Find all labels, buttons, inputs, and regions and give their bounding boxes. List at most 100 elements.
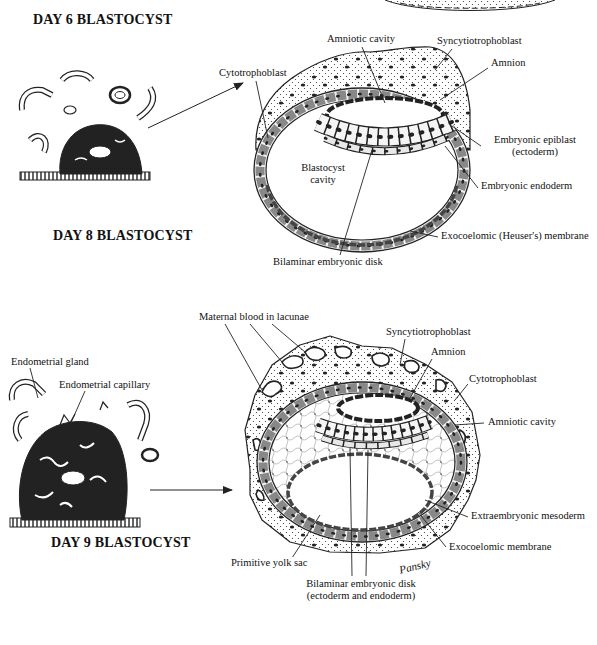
day9-blastocyst-part <box>288 454 432 530</box>
day9-blastocyst-part <box>322 435 428 446</box>
leader-lines-part <box>455 423 484 425</box>
leader-lines-part <box>350 448 352 576</box>
leader-lines-part <box>292 515 320 558</box>
day8-endometrium-part <box>75 140 125 160</box>
day8-endometrium-part <box>22 90 52 110</box>
leader-lines-part <box>256 81 268 138</box>
day8-endometrium-part <box>22 90 52 110</box>
part-label: Amniotic cavity <box>487 416 557 428</box>
part-label: Bilaminar embryonic disk <box>272 256 384 268</box>
day9-blastocyst-part <box>338 395 418 421</box>
part-label: Exocoelomic membrane <box>448 541 552 553</box>
day8-blastocyst-part <box>318 122 452 137</box>
leader-lines-part <box>250 324 282 362</box>
part-label: Bilaminar embryonic disk (ectoderm and e… <box>290 578 432 602</box>
day8-endometrium-part <box>64 106 76 114</box>
day8-blastocyst-part <box>318 122 452 137</box>
day8-endometrium-part <box>62 73 92 80</box>
day9-blastocyst-part <box>318 422 430 434</box>
day8-endometrium-part <box>30 136 46 152</box>
part-label: Amniotic cavity <box>326 33 396 45</box>
day9-blastocyst-part <box>318 422 430 434</box>
day9-endometrium-part <box>16 414 28 440</box>
part-label: Cytotrophoblast <box>218 67 288 79</box>
leader-lines-part <box>440 68 488 100</box>
part-label: Cytotrophoblast <box>468 373 538 385</box>
day8-blastocyst-part <box>260 94 464 246</box>
leader-lines-part <box>425 500 468 517</box>
day9-blastocyst-part-part <box>282 356 303 369</box>
day8-endometrium-part <box>138 88 153 118</box>
day9-blastocyst-part-part <box>256 490 264 500</box>
day9-blastocyst-part <box>318 422 430 434</box>
leader-lines-part <box>418 512 446 547</box>
part-label: Blastocyst cavity <box>292 162 354 186</box>
day9-endometrium-part <box>142 449 158 461</box>
day8-blastocyst-part <box>325 137 448 151</box>
day8-blastocyst-part <box>325 137 448 151</box>
day6-remnant-part <box>385 0 555 11</box>
day9-endometrium-part <box>128 403 147 440</box>
day8-blastocyst-part <box>318 122 452 137</box>
part-label: Endometrial capillary <box>58 379 151 391</box>
day9-endometrium <box>10 382 232 527</box>
part-label: Embryonic epiblast (ectoderm) <box>484 134 586 158</box>
leader-lines-part <box>445 146 478 188</box>
day9-blastocyst-part <box>257 382 467 542</box>
day9-blastocyst-part <box>263 388 461 537</box>
day9-blastocyst-part-part <box>405 361 420 373</box>
day8-blastocyst-part <box>267 185 457 245</box>
part-label: Syncytiotrophoblast <box>385 326 472 338</box>
day9-endometrium-part <box>12 382 44 400</box>
panel-title: DAY 6 BLASTOCYST <box>32 12 174 28</box>
day9-endometrium-part <box>19 422 127 521</box>
leader-lines-part <box>225 324 262 390</box>
day8-endometrium <box>20 73 243 180</box>
part-label: Amnion <box>490 57 526 69</box>
day8-endometrium-part <box>138 88 153 118</box>
day9-blastocyst-part <box>322 435 428 446</box>
day9-endometrium-part <box>150 490 232 491</box>
leader-lines-part <box>410 231 438 237</box>
part-label: Endometrial gland <box>10 356 90 368</box>
day8-endometrium-part <box>110 87 130 103</box>
day9-blastocyst <box>245 336 480 553</box>
leader-lines-part <box>30 368 38 398</box>
leader-lines <box>30 47 488 576</box>
day6-remnant-part <box>400 3 540 8</box>
day8-blastocyst-part <box>325 137 448 151</box>
part-label: Extraembryonic mesoderm <box>470 510 586 522</box>
day8-endometrium-part <box>115 92 125 99</box>
day9-endometrium-part <box>35 443 106 507</box>
day9-endometrium-part <box>16 414 28 440</box>
day9-blastocyst-part-part <box>436 380 446 392</box>
day8-endometrium-part <box>62 73 92 80</box>
part-label: Primitive yolk sac <box>230 557 308 569</box>
leader-lines-part <box>435 49 452 70</box>
day9-blastocyst-part <box>263 388 461 537</box>
artist-signature: Pansky <box>397 556 433 576</box>
part-label: Syncytiotrophoblast <box>436 35 523 47</box>
leader-lines-part <box>366 450 368 576</box>
part-label: Exocoelomic (Heuser's) membrane <box>440 230 590 242</box>
leader-lines-part <box>400 339 405 365</box>
day9-blastocyst-part <box>245 336 480 553</box>
day9-endometrium-part <box>100 402 108 410</box>
leader-lines-part <box>410 359 432 398</box>
day9-blastocyst-part-part <box>262 381 282 396</box>
panel-title: DAY 9 BLASTOCYST <box>50 535 192 551</box>
day8-endometrium-part <box>30 136 46 152</box>
day9-blastocyst-part <box>245 336 480 553</box>
day9-blastocyst-part-part <box>372 353 389 366</box>
day9-blastocyst-part <box>269 393 455 531</box>
leader-lines-part <box>452 126 481 146</box>
day8-blastocyst-part <box>260 94 464 246</box>
day8-endometrium-part <box>60 125 142 174</box>
leader-lines-part <box>362 47 385 103</box>
day6-remnant <box>385 0 555 11</box>
day8-blastocyst-part <box>254 88 470 252</box>
leader-lines-part <box>70 391 85 425</box>
day9-endometrium-part <box>128 403 147 440</box>
part-label: Amnion <box>430 346 466 358</box>
